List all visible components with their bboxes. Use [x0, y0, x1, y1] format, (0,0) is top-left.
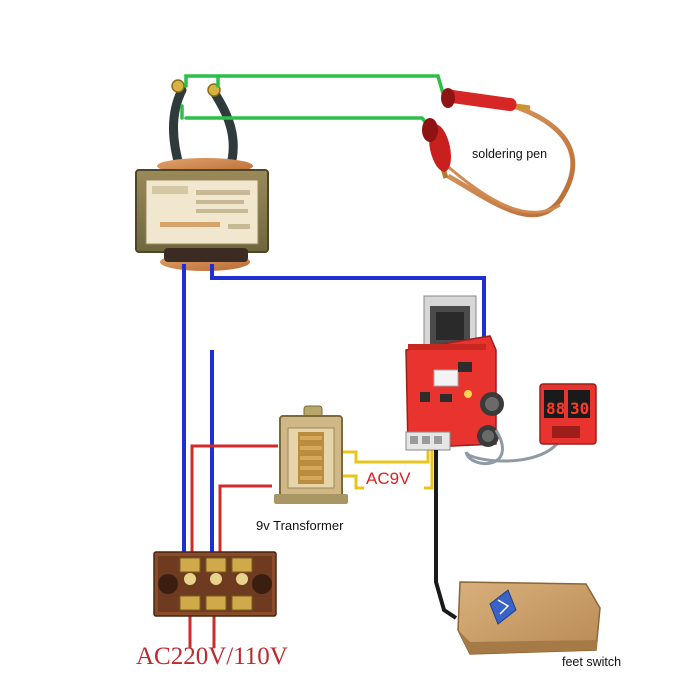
ribbon-cable — [464, 429, 562, 465]
black-wire — [434, 450, 458, 620]
foot-switch — [457, 581, 601, 655]
display-module — [539, 383, 597, 445]
display-right-digits: 30 — [570, 399, 589, 418]
small-transformer — [274, 405, 348, 504]
soldering-pen — [422, 88, 576, 218]
small-transformer-label: 9v Transformer — [256, 518, 344, 533]
main-transformer — [135, 79, 269, 271]
red-wires — [188, 444, 278, 648]
foot-switch-label: feet switch — [562, 655, 621, 669]
terminal-block — [153, 551, 277, 617]
switch-logo-icon — [489, 589, 517, 625]
display-left-digits: 88 — [546, 399, 565, 418]
ac9v-label-box — [364, 466, 424, 490]
yellow-wires — [338, 446, 434, 490]
controller-board — [405, 295, 504, 451]
mains-label: AC220V/110V — [136, 643, 288, 670]
ac9v-label: AC9V — [366, 469, 411, 488]
blue-wires — [182, 264, 486, 558]
soldering-pen-label: soldering pen — [472, 147, 547, 161]
